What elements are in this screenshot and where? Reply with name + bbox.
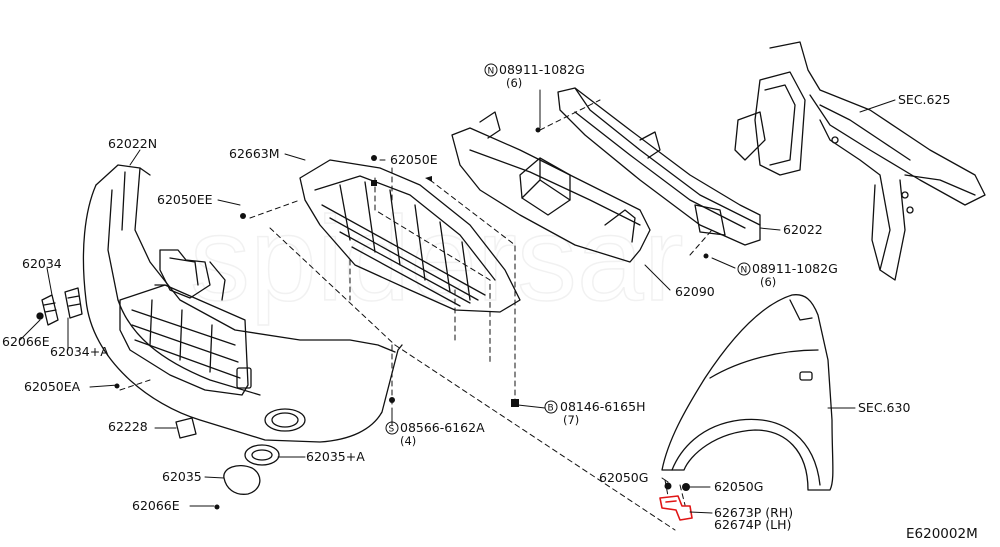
code-s: 08566-6162A	[400, 420, 485, 435]
label-sec630: SEC.630	[858, 400, 910, 415]
label-62050E: 62050E	[390, 152, 438, 167]
label-62034: 62034	[22, 256, 62, 271]
fastener-marks	[114, 127, 709, 510]
fastener-b: B 08146-6165H (7)	[544, 399, 646, 427]
assembly-dashed-lines	[119, 99, 713, 531]
front-fender	[661, 294, 834, 491]
code-b: 08146-6165H	[560, 399, 646, 414]
side-bracket-62034	[36, 287, 83, 326]
symbol-n-lower: N	[741, 266, 748, 276]
label-62228: 62228	[108, 419, 148, 434]
bumper-reinforcement-62022	[557, 87, 761, 246]
code-n-lower: 08911-1082G	[752, 261, 838, 276]
label-62035A: 62035+A	[306, 449, 365, 464]
label-62022: 62022	[783, 222, 823, 237]
lower-grille-62663M	[299, 159, 521, 313]
radiator-core-support	[734, 41, 986, 281]
qty-s: (4)	[400, 434, 416, 448]
label-62050G-left: 62050G	[599, 470, 648, 485]
code-n-upper: 08911-1082G	[499, 62, 585, 77]
fastener-n-upper: N 08911-1082G (6)	[484, 62, 585, 90]
qty-b: (7)	[563, 413, 579, 427]
diagram-code: E620002M	[906, 526, 978, 542]
label-sec625: SEC.625	[898, 92, 950, 107]
label-62663M: 62663M	[229, 146, 280, 161]
fastener-n-lower: N 08911-1082G (6)	[737, 261, 838, 289]
energy-absorber-62090	[451, 111, 651, 263]
label-62022N: 62022N	[108, 136, 157, 151]
symbol-s: S	[389, 425, 395, 435]
qty-n-upper: (6)	[506, 76, 522, 90]
front-bumper	[82, 164, 403, 443]
symbol-n-upper: N	[488, 67, 495, 77]
label-62066E-upper: 62066E	[2, 334, 50, 349]
watermark: spidersar	[190, 192, 684, 326]
symbol-b: B	[548, 404, 554, 414]
label-62066E-lower: 62066E	[132, 498, 180, 513]
fog-lamp-bezel	[175, 417, 280, 495]
label-62035: 62035	[162, 469, 202, 484]
label-62674P: 62674P (LH)	[714, 517, 791, 532]
label-62050EA: 62050EA	[24, 379, 81, 394]
label-62090: 62090	[675, 284, 715, 299]
leader-lines	[19, 89, 896, 514]
qty-n-lower: (6)	[760, 275, 776, 289]
label-62673P: 62673P (RH)	[714, 505, 793, 520]
label-62034A: 62034+A	[50, 344, 109, 359]
fender-bracket-highlight	[659, 495, 693, 521]
fastener-s: S 08566-6162A (4)	[385, 420, 485, 448]
label-62050G-right: 62050G	[714, 479, 763, 494]
label-62050EE: 62050EE	[157, 192, 213, 207]
